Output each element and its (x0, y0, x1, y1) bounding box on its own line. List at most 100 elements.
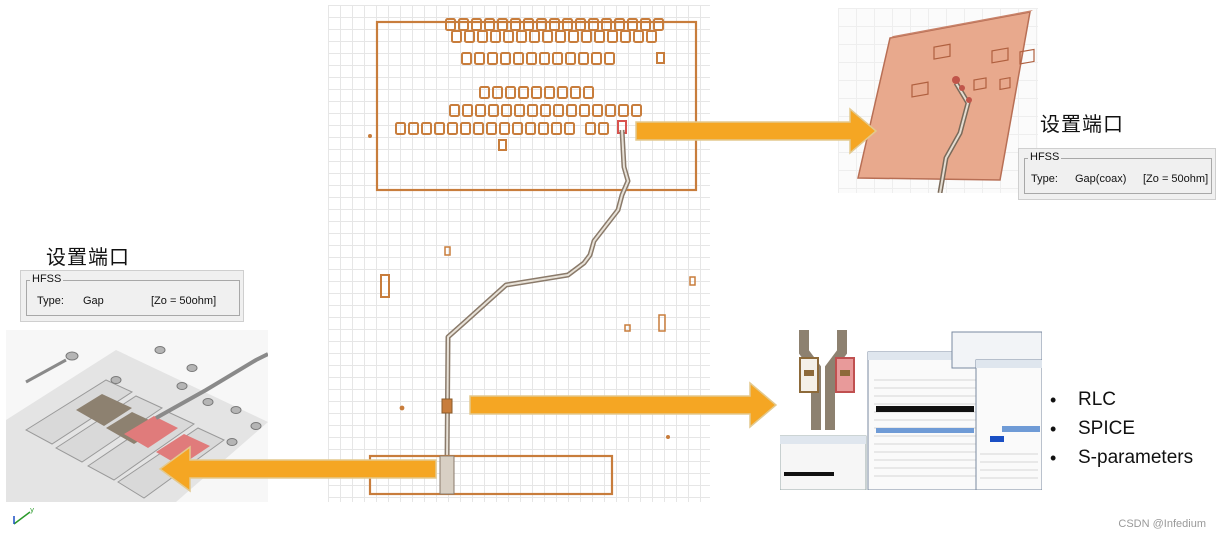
connector-lower (439, 455, 455, 495)
smd-pad (575, 18, 586, 31)
smd-pad (620, 30, 631, 43)
smd-pad (549, 18, 560, 31)
smd-pad (598, 122, 609, 135)
smd-pad (518, 86, 529, 99)
smd-pad (490, 30, 501, 43)
smd-pad (614, 18, 625, 31)
list-item: RLC (1048, 388, 1193, 417)
smd-pad (529, 30, 540, 43)
smd-pad (486, 122, 497, 135)
arrow-right-middle (469, 381, 778, 429)
smd-pad (471, 18, 482, 31)
smd-pad (551, 122, 562, 135)
smd-pad (477, 30, 488, 43)
smd-pad (421, 122, 432, 135)
smd-pad (594, 30, 605, 43)
smd-pad (460, 122, 471, 135)
smd-pad (475, 104, 486, 117)
smd-pad (447, 122, 458, 135)
smd-pad (607, 30, 618, 43)
smd-pad (627, 18, 638, 31)
smd-pad (540, 104, 551, 117)
type-label: Type: (37, 295, 64, 307)
smd-pad (523, 18, 534, 31)
smd-pad (499, 122, 510, 135)
smd-pad (592, 104, 603, 117)
smd-pad (539, 52, 550, 65)
smd-pad (474, 52, 485, 65)
smd-pad (553, 104, 564, 117)
component-dialog-screenshot (779, 330, 1043, 491)
smd-pad (562, 18, 573, 31)
smd-pad (536, 18, 547, 31)
smd-pad (646, 30, 657, 43)
smd-pad (578, 52, 589, 65)
hfss-port-panel-right: HFSS Type: Gap(coax) [Zo = 50ohm] (1018, 148, 1216, 200)
smd-pad (544, 86, 555, 99)
smd-pad (526, 52, 537, 65)
smd-pad (395, 122, 406, 135)
smd-pad (458, 18, 469, 31)
smd-pad (633, 30, 644, 43)
smd-pad (510, 18, 521, 31)
smd-pad (531, 86, 542, 99)
smd-pad (631, 104, 642, 117)
smd-pad (488, 104, 499, 117)
smd-pad (505, 86, 516, 99)
smd-pad (461, 52, 472, 65)
model-options-list: RLC SPICE S-parameters (1048, 388, 1193, 475)
smd-pad (514, 104, 525, 117)
type-value: Gap (83, 295, 104, 307)
smd-pad (605, 104, 616, 117)
smd-pad (525, 122, 536, 135)
smd-pad (568, 30, 579, 43)
type-label: Type: (1031, 173, 1058, 185)
smd-pad (566, 104, 577, 117)
smd-pad (538, 122, 549, 135)
smd-pad (487, 52, 498, 65)
3d-board-drawing (857, 10, 1035, 194)
smd-pad (583, 86, 594, 99)
svg-text:y: y (30, 506, 34, 514)
smd-pad (479, 86, 490, 99)
smd-pad (656, 52, 665, 64)
smd-pad (588, 18, 599, 31)
3d-board-view-right (838, 8, 1038, 194)
smd-pad (503, 30, 514, 43)
smd-pad (542, 30, 553, 43)
arrow-right-upper (635, 107, 878, 155)
hfss-port-panel-left: HFSS Type: Gap [Zo = 50ohm] (20, 270, 244, 322)
capacitor-component (441, 398, 453, 414)
smd-pad (579, 104, 590, 117)
pcb-layout-view (328, 5, 710, 502)
smd-pad (552, 52, 563, 65)
smd-pad (451, 30, 462, 43)
smd-pad (498, 139, 507, 151)
smd-pad (500, 52, 511, 65)
smd-pad (581, 30, 592, 43)
smd-pad (557, 86, 568, 99)
smd-pad (501, 104, 512, 117)
type-value: Gap(coax) (1075, 173, 1127, 185)
smd-pad (473, 122, 484, 135)
smd-pad (564, 122, 575, 135)
smd-pad (516, 30, 527, 43)
list-item: SPICE (1048, 417, 1193, 446)
pad-tall-left (380, 274, 390, 298)
smd-pad (604, 52, 615, 65)
smd-pad (464, 30, 475, 43)
list-item: S-parameters (1048, 446, 1193, 475)
caption-set-port-right: 设置端口 (1040, 112, 1124, 136)
smd-pad (640, 18, 651, 31)
hfss-group-label: HFSS (1028, 151, 1062, 163)
smd-pad (484, 18, 495, 31)
hfss-group-label: HFSS (30, 273, 64, 285)
smd-pad (434, 122, 445, 135)
component-dialog-drawing (779, 330, 1043, 491)
smd-pad (618, 104, 629, 117)
smd-pad (513, 52, 524, 65)
caption-set-port-left: 设置端口 (46, 245, 130, 269)
smd-pad (492, 86, 503, 99)
arrow-left-lower (158, 445, 437, 493)
